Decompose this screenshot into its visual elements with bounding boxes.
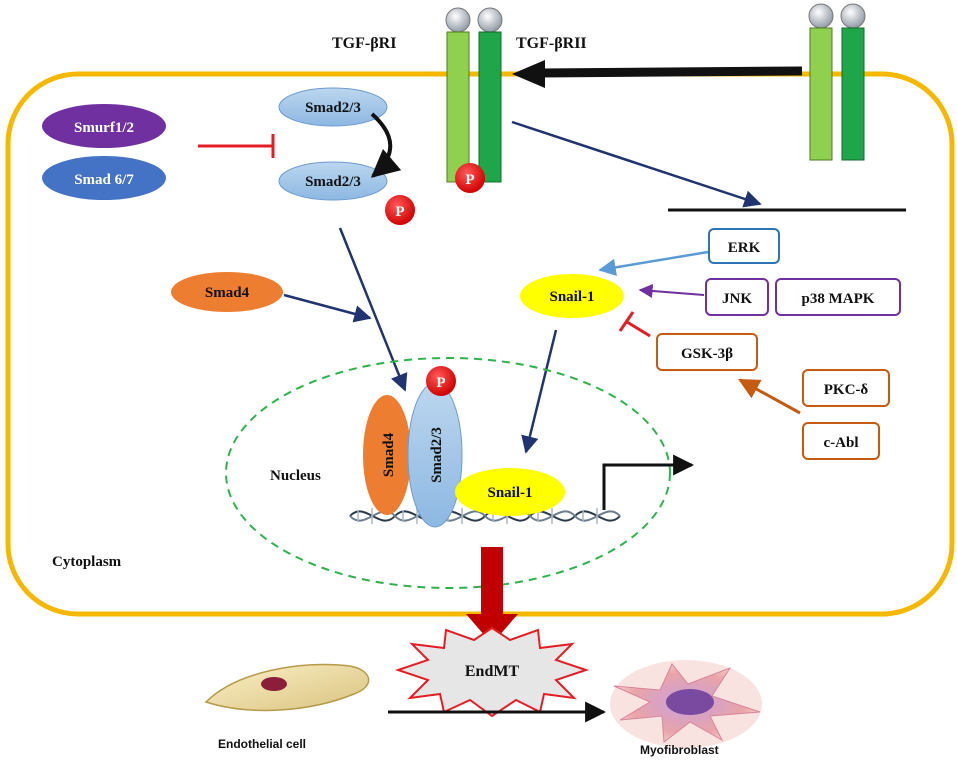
smad4-node (171, 272, 283, 312)
svg-text:Smurf1/2: Smurf1/2 (74, 120, 134, 136)
erk-to-snail-arrow (598, 250, 709, 277)
receptor-phospho-marker (455, 163, 485, 193)
myofibroblast-image (610, 660, 762, 748)
svg-text:Smad 6/7: Smad 6/7 (74, 172, 134, 188)
nuclear-smad4 (363, 395, 411, 515)
pkc-to-gsk-arrow (738, 378, 801, 415)
type1-receptor-label: TGF-βRI (332, 35, 396, 52)
svg-text:Smad4: Smad4 (205, 285, 250, 301)
transcription-start-arrow (602, 454, 695, 510)
receptor-pair-right (808, 3, 866, 161)
svg-text:P: P (436, 375, 445, 391)
smad4-to-complex-arrow (283, 293, 372, 323)
pkc-box (802, 369, 890, 407)
svg-text:P: P (465, 172, 474, 188)
endmt-red-arrow-shaft (481, 547, 503, 617)
svg-text:JNK: JNK (722, 291, 752, 307)
nucleus (225, 357, 671, 589)
svg-text:Smad2/3: Smad2/3 (305, 174, 361, 190)
smad67-node (42, 156, 166, 200)
svg-text:ERK: ERK (728, 240, 761, 256)
svg-text:Smad2/3: Smad2/3 (305, 100, 361, 116)
svg-text:p38 MAPK: p38 MAPK (802, 291, 875, 307)
svg-text:c-Abl: c-Abl (824, 435, 859, 451)
cytoplasm-label: Cytoplasm (52, 554, 122, 570)
receptor-to-mapk-arrow (511, 120, 762, 208)
smad23-node (278, 87, 388, 127)
receptor-activation-arrowhead (512, 60, 545, 88)
snail1-node (520, 274, 624, 318)
p38-box (775, 278, 901, 316)
erk-box (708, 228, 780, 264)
snail1-to-nucleus-arrow (521, 329, 558, 454)
gsk-box (656, 333, 758, 371)
cabl-box (802, 422, 880, 460)
gsk-inhibits-snail (626, 320, 651, 338)
svg-text:Smad2/3: Smad2/3 (429, 427, 445, 483)
endothelial-cell-label: Endothelial cell (218, 737, 306, 751)
jnk-box (705, 278, 769, 316)
svg-text:P: P (395, 204, 404, 220)
nucleus-label: Nucleus (270, 468, 321, 484)
nuclear-snail1 (455, 468, 565, 516)
dna-helix (349, 508, 621, 524)
jnk-to-snail-arrow (638, 284, 705, 298)
endothelial-cell-image (204, 663, 370, 712)
smad23-to-nucleus-arrow (338, 227, 408, 392)
smad23-phospho-marker (385, 195, 415, 225)
svg-text:EndMT: EndMT (465, 663, 520, 680)
tgf-beta-receptor-complex (445, 7, 503, 183)
smad23-phospho-node (278, 161, 388, 201)
svg-text:Smad4: Smad4 (381, 432, 397, 477)
smurf-node (42, 104, 166, 148)
phosphorylation-arrow (370, 112, 402, 178)
svg-text:PKC-δ: PKC-δ (824, 382, 869, 398)
endmt-burst (394, 626, 590, 718)
nuclear-phospho-marker (426, 366, 456, 396)
receptor-activation-arrow (539, 66, 803, 78)
svg-text:Snail-1: Snail-1 (549, 289, 594, 305)
myofibroblast-label: Myofibroblast (640, 743, 719, 757)
type1-receptor (446, 31, 470, 183)
svg-text:GSK-3β: GSK-3β (681, 346, 733, 362)
svg-text:Snail-1: Snail-1 (487, 485, 532, 501)
type2-receptor-label: TGF-βRII (516, 35, 587, 52)
type2-receptor (478, 31, 502, 183)
